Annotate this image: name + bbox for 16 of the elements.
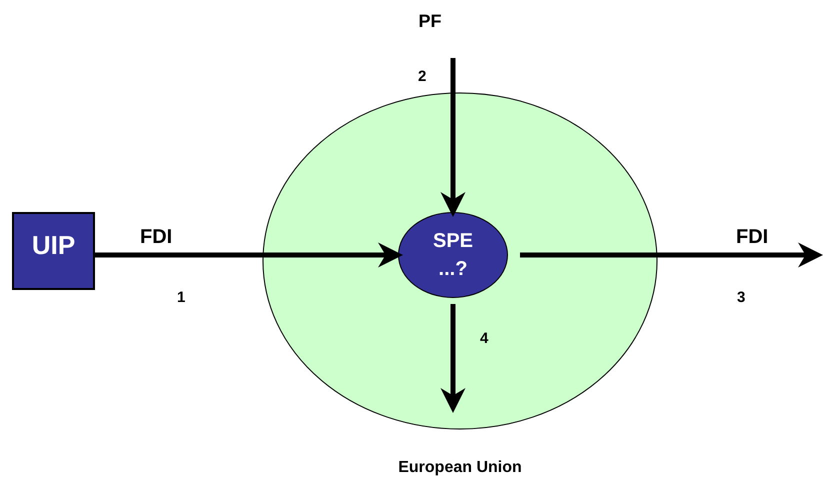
entity-label: SPE — [432, 229, 474, 253]
step-number: 3 — [737, 288, 746, 308]
arrow — [520, 242, 823, 268]
arrow — [95, 242, 403, 268]
edge-label: FDI — [736, 225, 768, 250]
edge-label: FDI — [140, 225, 172, 250]
investor-box — [12, 212, 95, 290]
source-label: PF — [418, 10, 442, 33]
step-number: 1 — [177, 288, 186, 308]
investor-label: UIP — [32, 229, 76, 262]
region-label: European Union — [398, 458, 522, 478]
entity-label: ...? — [438, 257, 468, 281]
arrow — [440, 58, 466, 217]
step-number: 4 — [480, 329, 488, 349]
step-number: 2 — [418, 67, 426, 87]
arrow — [440, 304, 466, 413]
